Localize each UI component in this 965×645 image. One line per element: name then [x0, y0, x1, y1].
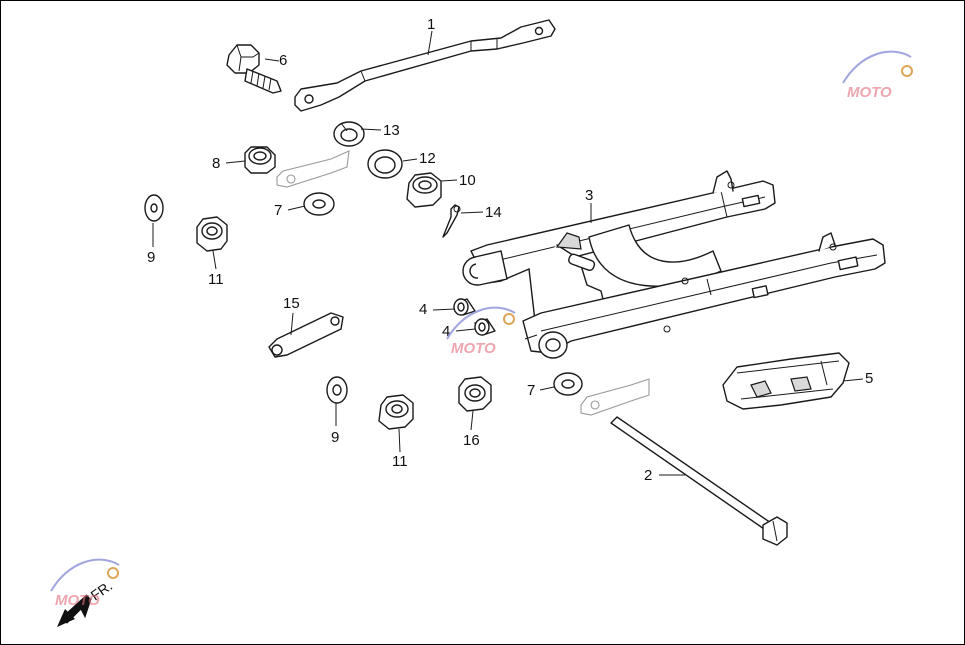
- callout-12: 12: [419, 150, 436, 167]
- part-8-flange-nut: [244, 146, 276, 174]
- part-10-nut: [406, 172, 442, 208]
- moto-logo-watermark-icon: MOTO: [446, 306, 516, 357]
- callout-15: 15: [283, 295, 300, 312]
- watermark-text: MOTO: [847, 84, 892, 101]
- part-14-cotter-pin: [442, 204, 461, 238]
- part-15-link-arm: [268, 312, 344, 358]
- callout-9: 9: [147, 249, 155, 266]
- part-2-axle: [610, 416, 788, 546]
- callout-11: 11: [392, 453, 408, 470]
- watermark-text: MOTO: [451, 340, 496, 357]
- part-12-ring: [367, 149, 403, 179]
- part-1-torque-bar: [294, 19, 556, 112]
- part-7-washer-lower: [553, 372, 583, 396]
- callout-2: 2: [644, 467, 652, 484]
- ghost-torque-arm-lower: [580, 378, 650, 416]
- part-11-nut-upper: [196, 216, 228, 252]
- part-9-washer-lower: [326, 376, 348, 404]
- moto-logo-watermark-icon: MOTO: [50, 558, 120, 609]
- callout-10: 10: [459, 172, 476, 189]
- callout-14: 14: [485, 204, 502, 221]
- part-4-bushing-b: [474, 318, 496, 336]
- callout-16: 16: [463, 432, 480, 449]
- callout-11: 11: [208, 271, 224, 288]
- part-5-chain-slider: [722, 352, 850, 410]
- ghost-torque-arm-upper: [276, 150, 350, 188]
- callout-7: 7: [274, 202, 282, 219]
- callout-labels: 1 2 3 4 4 5 6 7 7 8 9 9 10 11 11 12 13 1…: [147, 16, 873, 484]
- leader-lines: [152, 30, 864, 476]
- callout-9: 9: [331, 429, 339, 446]
- watermark-text: MOTO: [55, 592, 100, 609]
- callout-4: 4: [419, 301, 427, 318]
- part-3-swing-arm: [462, 170, 886, 359]
- part-6-bolt: [226, 44, 282, 94]
- callout-8: 8: [212, 155, 220, 172]
- callout-5: 5: [865, 370, 873, 387]
- part-16-flange-nut: [458, 376, 492, 412]
- callout-1: 1: [427, 16, 435, 33]
- moto-logo-watermark-icon: MOTO: [842, 50, 913, 101]
- part-11-nut-lower: [378, 394, 414, 430]
- callout-3: 3: [585, 187, 593, 204]
- callout-6: 6: [279, 52, 287, 69]
- part-4-bushing-a: [453, 298, 476, 316]
- callout-13: 13: [383, 122, 400, 139]
- part-7-washer-upper: [303, 192, 335, 216]
- part-13-spring-washer: [333, 121, 365, 147]
- callout-4: 4: [442, 323, 450, 340]
- part-9-washer-upper: [144, 194, 164, 222]
- callout-7: 7: [527, 382, 535, 399]
